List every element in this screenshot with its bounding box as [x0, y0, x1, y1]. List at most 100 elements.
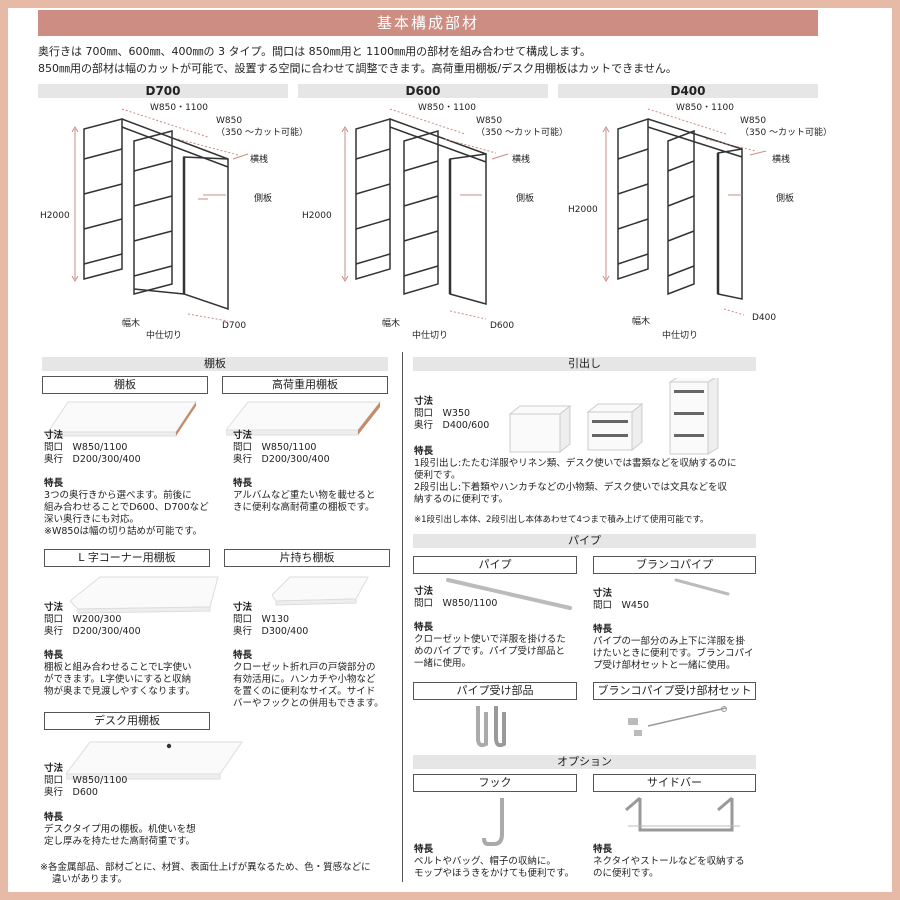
sidebar-image — [625, 796, 740, 832]
side-panel-label: 側板 — [516, 194, 535, 204]
corner-shelf-feature-text: 棚板と組み合わせることでL字使いができます。L字使いにすると収納物が奥まで見渡し… — [44, 662, 195, 697]
shelf-size-depth: 奥行 D200/300/400 — [44, 454, 141, 465]
swing-pipe-image — [674, 578, 730, 596]
diagram-title-d700: D700 — [38, 84, 288, 98]
cut-width-label: W850 — [740, 116, 767, 126]
drawer-note: ※1段引出し本体、2段引出し本体あわせて4つまで積み上げて使用可能です。 — [414, 515, 709, 525]
swing-pipe-title: ブランコパイプ — [593, 556, 756, 574]
rail-label: 横桟 — [512, 155, 531, 165]
heavy-shelf-size-head: 寸法 — [233, 430, 253, 441]
hook-feature-text: ベルトやバッグ、帽子の収納に。モップやほうきをかけても便利です。 — [414, 856, 575, 879]
desk-shelf-size-head: 寸法 — [44, 763, 64, 774]
height-label: H2000 — [568, 205, 598, 215]
sidebar-feature-head: 特長 — [593, 844, 613, 855]
desk-shelf-title: デスク用棚板 — [44, 712, 210, 730]
cantilever-shelf-title: 片持ち棚板 — [224, 549, 390, 567]
swing-set-title: ブランコパイプ受け部材セット — [593, 682, 756, 700]
width-label: W850・1100 — [150, 103, 208, 113]
baseboard-label: 幅木 — [632, 317, 651, 327]
drawer-feature-head: 特長 — [414, 446, 434, 457]
corner-shelf-size-head: 寸法 — [44, 602, 64, 613]
desk-shelf-feature-text: デスクタイプ用の棚板。机使いを想定し厚みを持たせた高耐荷重です。 — [44, 824, 196, 847]
swing-pipe-feature-text: パイプの一部分のみ上下に洋服を掛けたいときに便利です。ブランコパイプ受け部材セッ… — [593, 636, 754, 671]
footnote: ※各金属部品、部材ごとに、材質、表面仕上げが異なるため、色・質感などに違いがあり… — [40, 862, 371, 885]
pipe-bracket-image — [476, 706, 506, 748]
column-divider — [402, 352, 403, 882]
cantilever-shelf-board-image — [272, 576, 369, 606]
baseboard-label: 幅木 — [122, 319, 141, 329]
mid-partition-label: 中仕切り — [146, 331, 183, 341]
heavy-shelf-size-width: 間口 W850/1100 — [233, 442, 317, 453]
drawer-size-depth: 奥行 D400/600 — [414, 420, 490, 431]
drawer-size-head: 寸法 — [414, 396, 434, 407]
hook-image — [482, 798, 504, 846]
shelf-size-width: 間口 W850/1100 — [44, 442, 128, 453]
cut-note-label: （350 ～カット可能） — [740, 128, 833, 138]
pipe-image — [446, 578, 572, 610]
sidebar-title: サイドバー — [593, 774, 756, 792]
pipe-bracket-title: パイプ受け部品 — [413, 682, 577, 700]
cantilever-shelf-size-depth: 奥行 D300/400 — [233, 626, 309, 637]
depth-label: D600 — [490, 321, 515, 331]
page-title: 基本構成部材 — [38, 10, 818, 36]
heavy-shelf-size-depth: 奥行 D200/300/400 — [233, 454, 330, 465]
drawer-feature-text: 1段引出し:たたむ洋服やリネン類、デスク使いでは書類などを収納するのに便利です。… — [414, 458, 737, 505]
side-panel-label: 側板 — [776, 194, 795, 204]
mid-partition-label: 中仕切り — [662, 331, 699, 341]
hook-feature-head: 特長 — [414, 844, 434, 855]
rail-label: 横桟 — [772, 155, 791, 165]
cantilever-shelf-size-head: 寸法 — [233, 602, 253, 613]
baseboard-label: 幅木 — [382, 319, 401, 329]
closet-frame-illustration — [341, 108, 509, 320]
desk-shelf-feature-head: 特長 — [44, 812, 64, 823]
section-shelf: 棚板 — [42, 357, 388, 371]
corner-shelf-feature-head: 特長 — [44, 650, 64, 661]
shelf-feature-head: 特長 — [44, 478, 64, 489]
sidebar-feature-text: ネクタイやストールなどを収納するのに便利です。 — [593, 856, 745, 879]
corner-shelf-size-width: 間口 W200/300 — [44, 614, 122, 625]
heavy-shelf-feature-text: アルバムなど重たい物を載せるときに便利な高耐荷重の棚板です。 — [233, 490, 376, 513]
pipe-title: パイプ — [413, 556, 577, 574]
corner-shelf-size-depth: 奥行 D200/300/400 — [44, 626, 141, 637]
closet-frame-illustration — [71, 108, 249, 322]
pipe-feature-text: クローゼット使いで洋服を掛けるためのパイプです。パイプ受け部品と一緒に使用。 — [414, 634, 566, 669]
desk-shelf-size-depth: 奥行 D600 — [44, 787, 98, 798]
closet-frame-illustration — [602, 108, 767, 316]
drawer-size-width: 間口 W350 — [414, 408, 471, 419]
section-drawer: 引出し — [413, 357, 756, 371]
cantilever-shelf-feature-text: クローゼット折れ戸の戸袋部分の有効活用に。ハンカチや小物などを置くのに便利なサイ… — [233, 662, 384, 709]
mid-partition-label: 中仕切り — [412, 331, 449, 341]
cut-note-label: （350 ～カット可能） — [216, 128, 309, 138]
swing-pipe-size-head: 寸法 — [593, 588, 613, 599]
pipe-size-width: 間口 W850/1100 — [414, 598, 498, 609]
cut-width-label: W850 — [476, 116, 503, 126]
swing-set-image — [628, 706, 727, 736]
cantilever-shelf-feature-head: 特長 — [233, 650, 253, 661]
height-label: H2000 — [302, 211, 332, 221]
width-label: W850・1100 — [418, 103, 476, 113]
cantilever-shelf-size-width: 間口 W130 — [233, 614, 290, 625]
drawer-units-image — [508, 378, 719, 455]
intro-line-1: 奥行きは 700㎜、600㎜、400㎜の 3 タイプ。間口は 850㎜用と 11… — [38, 45, 592, 58]
corner-shelf-title: L 字コーナー用棚板 — [44, 549, 210, 567]
swing-pipe-feature-head: 特長 — [593, 624, 613, 635]
diagram-title-d600: D600 — [298, 84, 548, 98]
side-panel-label: 側板 — [254, 194, 273, 204]
rail-label: 横桟 — [250, 155, 269, 165]
depth-label: D700 — [222, 321, 247, 331]
heavy-shelf-board-image — [226, 401, 382, 436]
intro-line-2: 850㎜用の部材は幅のカットが可能で、設置する空間に合わせて調整できます。高荷重… — [38, 62, 677, 75]
swing-pipe-size-width: 間口 W450 — [593, 600, 650, 611]
width-label: W850・1100 — [676, 103, 734, 113]
pipe-size-head: 寸法 — [414, 586, 434, 597]
cut-note-label: （350 ～カット可能） — [476, 128, 569, 138]
heavy-shelf-feature-head: 特長 — [233, 478, 253, 489]
shelf-feature-text: 3つの奥行きから選べます。前後に組み合わせることでD600、D700など深い奥行… — [44, 490, 209, 537]
heavy-shelf-title: 高荷重用棚板 — [222, 376, 388, 394]
corner-shelf-board-image — [70, 576, 219, 614]
diagram-title-d400: D400 — [558, 84, 818, 98]
cut-width-label: W850 — [216, 116, 243, 126]
intro-text: 奥行きは 700㎜、600㎜、400㎜の 3 タイプ。間口は 850㎜用と 11… — [38, 43, 858, 77]
section-pipe: パイプ — [413, 534, 756, 548]
